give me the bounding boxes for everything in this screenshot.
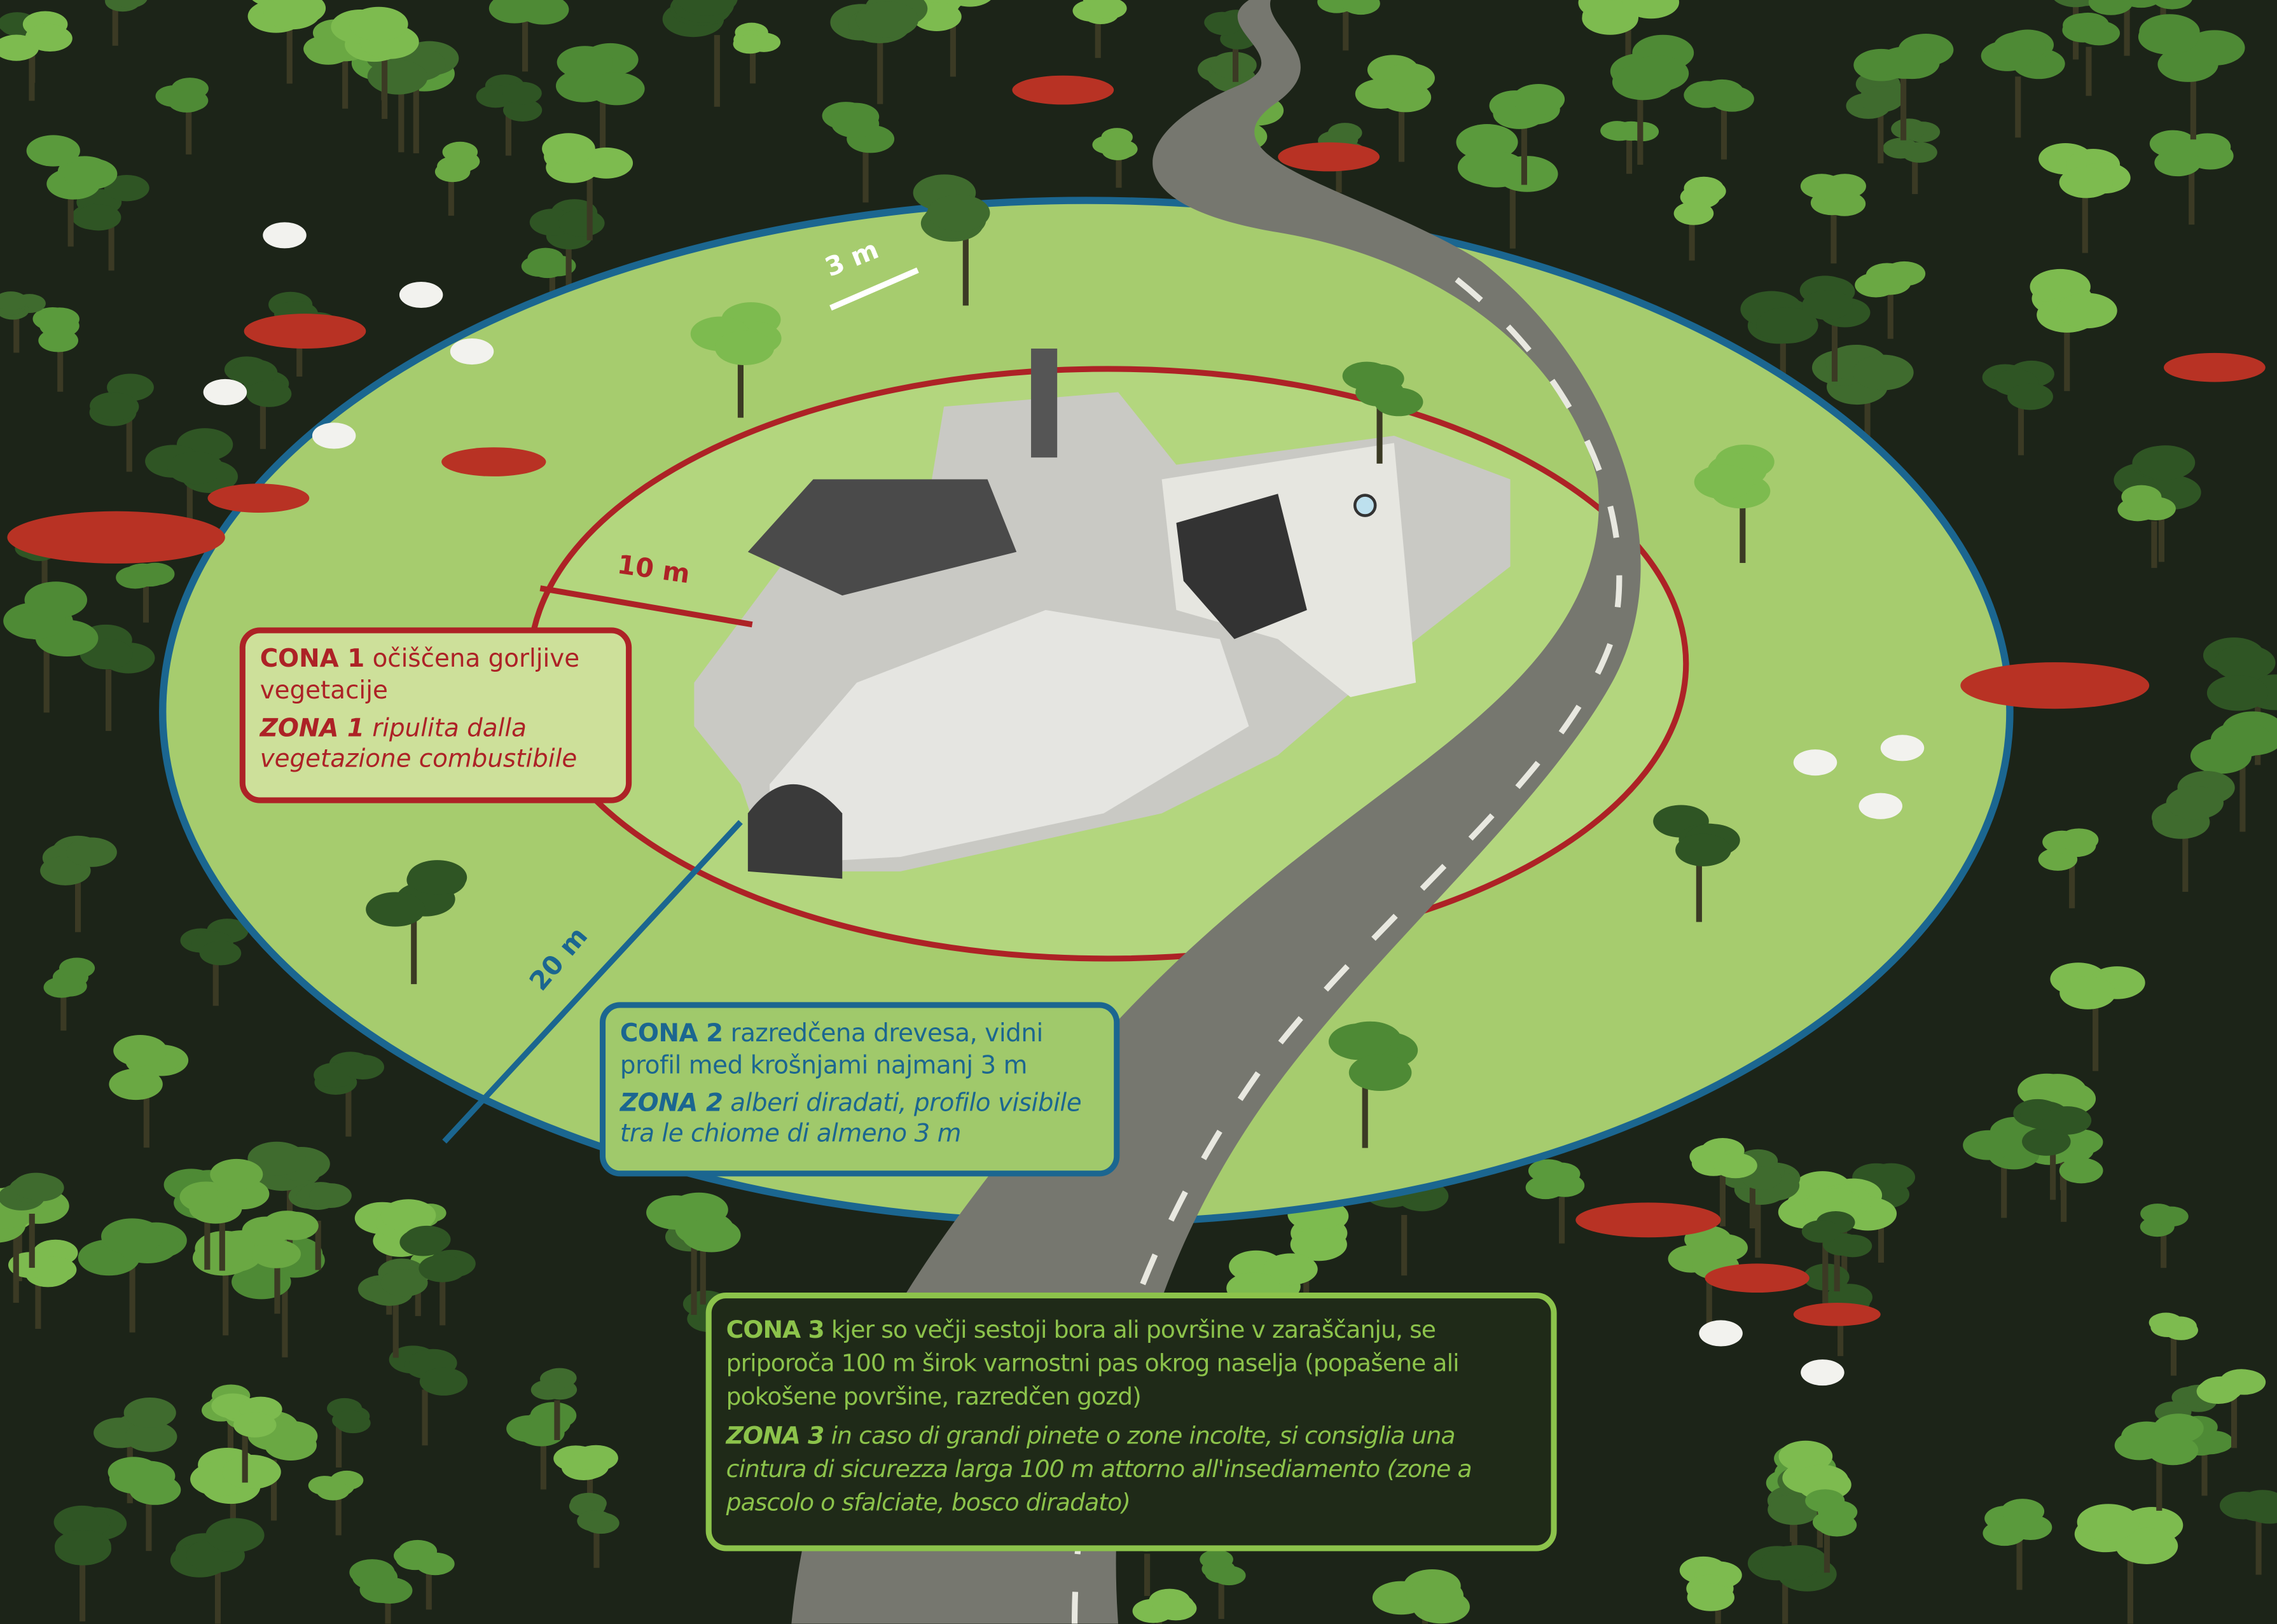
tree-icon xyxy=(830,0,927,104)
tree-icon xyxy=(1373,1569,1470,1624)
tree-icon xyxy=(108,1457,181,1551)
tree-icon xyxy=(1600,121,1659,174)
zone3-sl-label: CONA 3 xyxy=(726,1316,824,1343)
red-shrub-icon xyxy=(1278,142,1380,172)
tree-icon xyxy=(1133,1589,1197,1624)
sheep-icon xyxy=(1801,1359,1844,1385)
zone1-it-label: ZONA 1 xyxy=(260,714,364,743)
tree-icon xyxy=(1674,177,1726,261)
tree-icon xyxy=(506,1402,576,1489)
zone1-sl-label: CONA 1 xyxy=(260,645,365,674)
tree-icon xyxy=(2050,962,2145,1071)
tree-icon xyxy=(2038,143,2131,253)
zone3-it-label: ZONA 3 xyxy=(726,1422,824,1450)
sheep-icon xyxy=(399,282,443,308)
tree-icon xyxy=(1983,1499,2052,1590)
zone3-it-text: in caso di grandi pinete o zone incolte,… xyxy=(726,1422,1472,1517)
tree-icon xyxy=(1748,1545,1837,1624)
tree-icon xyxy=(480,0,569,71)
tree-icon xyxy=(2062,13,2120,96)
tree-icon xyxy=(733,23,781,84)
sheep-icon xyxy=(1881,735,1924,761)
tree-icon xyxy=(1684,80,1754,160)
tree-icon xyxy=(1072,0,1126,58)
tree-icon xyxy=(1092,128,1137,188)
tree-icon xyxy=(170,1518,265,1623)
tree-icon xyxy=(314,1051,384,1136)
tree-icon xyxy=(1883,118,1940,194)
red-shrub-icon xyxy=(1012,76,1114,105)
tree-icon xyxy=(389,1345,468,1445)
tree-icon xyxy=(663,0,738,107)
tree-icon xyxy=(476,74,543,156)
sheep-icon xyxy=(1699,1320,1742,1346)
tree-icon xyxy=(181,919,249,1006)
tree-icon xyxy=(2038,828,2099,908)
tree-icon xyxy=(1317,0,1380,50)
tree-icon xyxy=(84,0,148,46)
sheep-icon xyxy=(1858,793,1902,819)
red-shrub-icon xyxy=(441,447,546,476)
tree-icon xyxy=(2138,14,2245,139)
tree-icon xyxy=(90,374,154,472)
red-shrub-icon xyxy=(1960,662,2149,709)
zone2-label-box: CONA 2 razredčena drevesa, vidni profil … xyxy=(600,1002,1119,1176)
tree-icon xyxy=(1855,261,1925,339)
red-shrub-icon xyxy=(1575,1202,1720,1237)
tree-icon xyxy=(349,1559,412,1624)
tree-icon xyxy=(44,957,95,1031)
tree-icon xyxy=(822,102,895,202)
zone3-label-box: CONA 3 kjer so večji sestoji bora ali po… xyxy=(706,1293,1557,1551)
red-shrub-icon xyxy=(1794,1303,1881,1326)
tree-icon xyxy=(1526,1159,1585,1243)
tree-icon xyxy=(1610,35,1694,165)
tree-icon xyxy=(2150,130,2234,225)
sheep-icon xyxy=(1794,749,1837,775)
tree-icon xyxy=(32,307,79,392)
tree-icon xyxy=(40,836,117,933)
tree-icon xyxy=(435,142,480,216)
tree-icon xyxy=(78,1218,187,1332)
tree-icon xyxy=(1200,1550,1245,1619)
sheep-icon xyxy=(450,338,494,364)
tree-icon xyxy=(1981,30,2065,138)
tree-icon xyxy=(1456,124,1558,249)
tree-icon xyxy=(2140,1204,2189,1268)
tree-icon xyxy=(1680,1557,1742,1624)
tree-icon xyxy=(116,563,174,623)
tree-icon xyxy=(327,1398,371,1468)
tree-icon xyxy=(3,581,98,712)
tree-icon xyxy=(1801,174,1866,263)
tree-icon xyxy=(2152,771,2235,892)
tree-icon xyxy=(2220,1490,2277,1574)
sheep-icon xyxy=(263,222,306,248)
tree-icon xyxy=(569,1493,619,1568)
zone2-sl-label: CONA 2 xyxy=(620,1020,723,1049)
tree-icon xyxy=(308,1471,364,1536)
red-shrub-icon xyxy=(207,483,309,513)
zone3-sl-text: kjer so večji sestoji bora ali površine … xyxy=(726,1316,1459,1411)
tree-icon xyxy=(2075,1504,2184,1623)
tree-icon xyxy=(109,1035,188,1148)
tree-icon xyxy=(54,1506,127,1621)
red-shrub-icon xyxy=(1705,1263,1809,1293)
tree-icon xyxy=(2149,1313,2198,1376)
zone2-it-label: ZONA 2 xyxy=(620,1088,723,1118)
red-shrub-icon xyxy=(2164,353,2266,382)
zone1-label-box: CONA 1 očiščena gorljive vegetacije ZONA… xyxy=(240,627,632,803)
tree-icon xyxy=(156,78,209,155)
red-shrub-icon xyxy=(7,511,225,564)
sheep-icon xyxy=(312,422,356,448)
red-shrub-icon xyxy=(244,314,366,349)
sheep-icon xyxy=(204,379,247,405)
tree-icon xyxy=(1983,361,2054,455)
tree-icon xyxy=(1355,55,1435,162)
